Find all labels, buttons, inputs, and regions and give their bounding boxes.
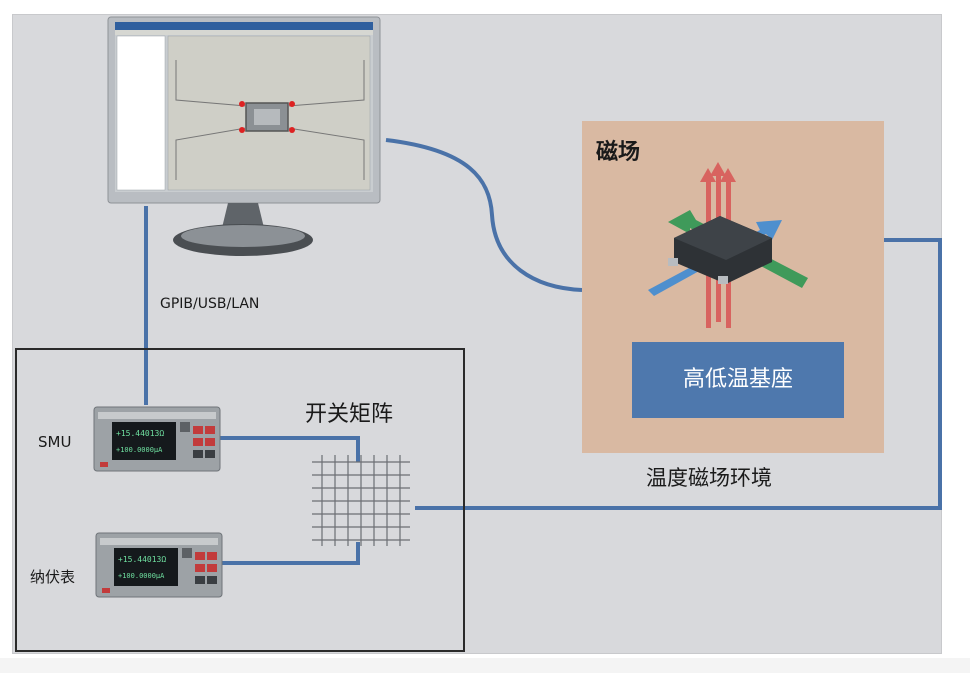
cable-smu-to-matrix: [220, 436, 360, 462]
switch-matrix-icon: [312, 455, 410, 546]
magnetic-field-label: 磁场: [596, 140, 641, 165]
switch-matrix-label: 开关矩阵: [305, 402, 394, 427]
smu-label: SMU: [38, 433, 72, 451]
smu-reading-2: +100.0000μA: [116, 446, 163, 454]
smu-reading-1: +15.44013Ω: [116, 429, 164, 438]
interface-label: GPIB/USB/LAN: [160, 296, 260, 312]
cable-pc-to-environment: [385, 138, 583, 292]
instrument-enclosure: [15, 348, 465, 652]
cryo-base: [632, 342, 844, 418]
monitor-icon: [107, 16, 381, 256]
cryo-base-label: 高低温基座: [682, 367, 793, 392]
nvm-reading-2: +100.0000μA: [118, 572, 165, 580]
nanovoltmeter-instrument-icon: +15.44013Ω +100.0000μA: [95, 532, 223, 598]
environment-label: 温度磁场环境: [646, 466, 772, 490]
nvm-reading-1: +15.44013Ω: [118, 555, 166, 564]
bottom-strip: [0, 658, 970, 673]
sample-chip-icon: [648, 162, 808, 328]
cable-nvm-to-matrix: [222, 542, 360, 565]
nanovoltmeter-label: 纳伏表: [30, 568, 76, 586]
smu-instrument-icon: +15.44013Ω +100.0000μA: [93, 406, 221, 472]
